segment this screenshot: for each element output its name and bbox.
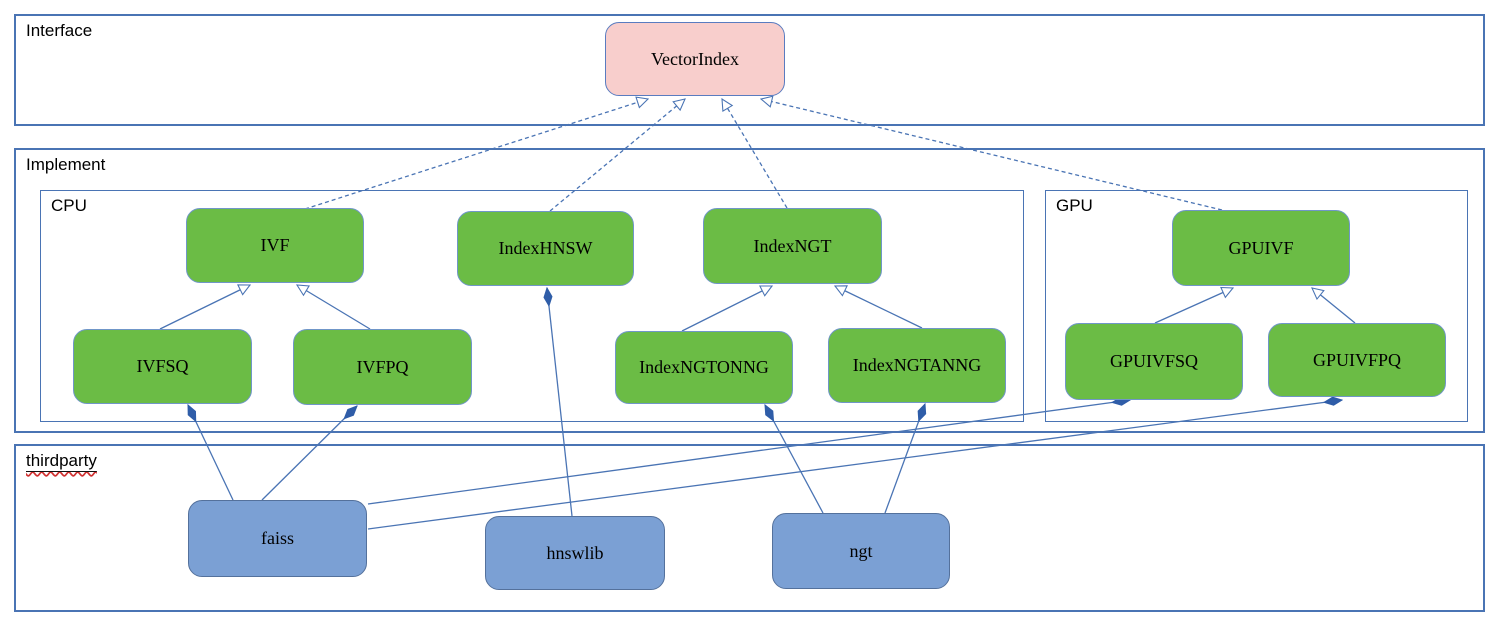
- edge-ivf-vectorindex[interactable]: [304, 99, 648, 210]
- edge-hnswlib-indexhnsw[interactable]: [547, 288, 573, 517]
- container-cpu-label: CPU: [51, 196, 87, 215]
- node-ivfsq[interactable]: IVFSQ: [73, 329, 252, 404]
- node-ngt-label: ngt: [849, 540, 873, 561]
- node-indexngtanng[interactable]: IndexNGTANNG: [828, 328, 1006, 403]
- node-vectorindex-label: VectorIndex: [651, 48, 739, 69]
- node-ngt[interactable]: ngt: [772, 513, 950, 589]
- edge-gpuivfpq-gpuivf[interactable]: [1312, 288, 1356, 324]
- edge-faiss-ivfsq[interactable]: [187, 405, 234, 501]
- node-indexngt[interactable]: IndexNGT: [703, 208, 882, 284]
- node-indexngtonng-label: IndexNGTONNG: [639, 357, 769, 377]
- edge-ivfpq-ivf[interactable]: [297, 285, 371, 330]
- node-gpuivfpq[interactable]: GPUIVFPQ: [1268, 323, 1446, 397]
- node-indexngtanng-label: IndexNGTANNG: [852, 355, 982, 375]
- node-faiss-label: faiss: [261, 528, 294, 548]
- container-gpu-label: GPU: [1056, 196, 1093, 215]
- node-hnswlib[interactable]: hnswlib: [485, 516, 665, 590]
- node-faiss[interactable]: faiss: [188, 500, 367, 577]
- container-interface-label: Interface: [26, 21, 93, 40]
- node-ivfsq-label: IVFSQ: [136, 356, 189, 376]
- node-gpuivf[interactable]: GPUIVF: [1172, 210, 1350, 286]
- edge-faiss-ivfpq[interactable]: [261, 406, 357, 501]
- edge-gpuivf-vectorindex[interactable]: [761, 99, 1223, 211]
- node-gpuivf-label: GPUIVF: [1228, 237, 1294, 258]
- node-indexngtonng[interactable]: IndexNGTONNG: [615, 331, 793, 404]
- edge-indexhnsw-vectorindex[interactable]: [549, 99, 685, 212]
- node-ivf-label: IVF: [260, 235, 290, 255]
- node-ivf[interactable]: IVF: [186, 208, 364, 283]
- edge-indexngt-vectorindex[interactable]: [722, 99, 788, 209]
- node-gpuivfsq-label: GPUIVFSQ: [1109, 351, 1199, 371]
- container-interface[interactable]: Interface: [14, 14, 1485, 126]
- edge-indexngtonng-indexngt[interactable]: [681, 285, 772, 332]
- container-implement[interactable]: Implement: [14, 148, 1485, 433]
- container-thirdparty-label-text: thirdparty: [26, 451, 97, 470]
- container-implement-label: Implement: [26, 155, 106, 174]
- container-thirdparty-label: thirdparty: [26, 451, 97, 471]
- edge-ivfsq-ivf[interactable]: [159, 285, 250, 330]
- edge-indexngtanng-indexngt[interactable]: [835, 286, 923, 329]
- edge-faiss-gpuivfpq[interactable]: [367, 400, 1342, 530]
- container-thirdparty[interactable]: thirdparty: [14, 444, 1485, 612]
- node-indexngt-label: IndexNGT: [753, 235, 832, 256]
- edge-gpuivfsq-gpuivf[interactable]: [1154, 288, 1233, 324]
- node-hnswlib-label: hnswlib: [546, 542, 604, 563]
- node-gpuivfsq[interactable]: GPUIVFSQ: [1065, 323, 1243, 400]
- node-gpuivfpq-label: GPUIVFPQ: [1312, 349, 1402, 370]
- container-gpu[interactable]: GPU: [1045, 190, 1468, 422]
- node-indexhnsw[interactable]: IndexHNSW: [457, 211, 634, 286]
- node-vectorindex[interactable]: VectorIndex: [605, 22, 785, 96]
- edge-faiss-gpuivfsq[interactable]: [367, 400, 1130, 505]
- edge-ngt-indexngtanng[interactable]: [884, 404, 925, 514]
- node-indexhnsw-label: IndexHNSW: [498, 238, 593, 258]
- node-ivfpq[interactable]: IVFPQ: [293, 329, 472, 405]
- edge-ngt-indexngtonng[interactable]: [765, 405, 824, 514]
- container-cpu[interactable]: CPU: [40, 190, 1024, 422]
- node-ivfpq-label: IVFPQ: [356, 356, 409, 377]
